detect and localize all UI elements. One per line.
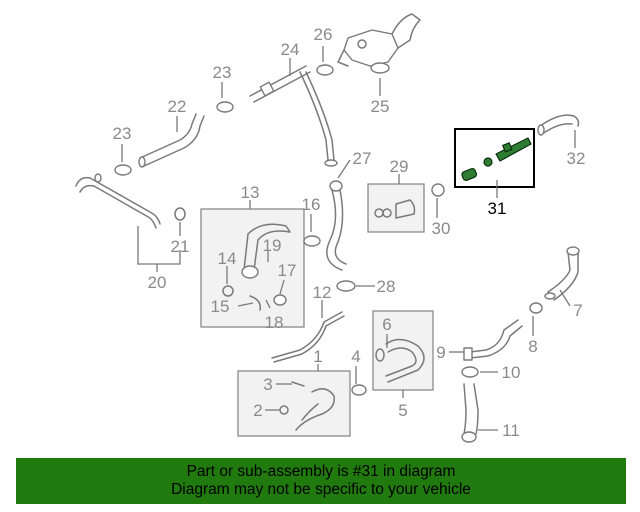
label-part-22: 22: [168, 97, 187, 116]
banner-line-1: Part or sub-assembly is #31 in diagram: [186, 463, 456, 480]
label-part-4: 4: [351, 347, 360, 366]
part-8-hose-clamp[interactable]: [529, 302, 543, 314]
part-4-hose-clamp[interactable]: [351, 384, 367, 396]
leader-lines: [121, 46, 576, 431]
part-29-flange[interactable]: [374, 199, 416, 219]
label-part-15: 15: [211, 297, 230, 316]
label-part-24: 24: [281, 40, 300, 59]
part-32-coolant-hose[interactable]: [537, 114, 580, 136]
label-part-10: 10: [502, 363, 521, 382]
part-23-lower-clamp[interactable]: [114, 164, 132, 176]
part-24-coolant-pipe[interactable]: [249, 65, 338, 167]
label-part-21: 21: [171, 237, 190, 256]
part-22-coolant-hose[interactable]: [138, 113, 205, 168]
part-30-hose-clamp[interactable]: [431, 183, 445, 197]
label-part-17: 17: [278, 261, 297, 280]
label-part-31[interactable]: 31: [488, 199, 507, 218]
label-part-7: 7: [573, 301, 582, 320]
part-12-coolant-pipe[interactable]: [271, 311, 345, 363]
label-part-13: 13: [241, 183, 260, 202]
part-26-hose-clamp[interactable]: [316, 64, 334, 76]
label-part-5: 5: [398, 401, 407, 420]
label-part-16: 16: [302, 195, 321, 214]
part-23-upper-clamp[interactable]: [216, 101, 234, 113]
label-part-14: 14: [218, 249, 237, 268]
part-5-coolant-hose[interactable]: [375, 338, 425, 383]
group-box-1: [237, 370, 351, 437]
part-10-hose-clamp[interactable]: [461, 366, 479, 378]
part-13-hose-assembly[interactable]: [222, 223, 291, 311]
label-part-29: 29: [390, 157, 409, 176]
part-31-coolant-pipe-assembly[interactable]: [461, 137, 532, 181]
part-9-coolant-pipe[interactable]: [463, 319, 523, 361]
part-28-hose-clamp[interactable]: [336, 280, 356, 292]
label-part-28: 28: [377, 277, 396, 296]
banner-line-2: Diagram may not be specific to your vehi…: [171, 481, 471, 498]
label-part-23-upper: 23: [213, 63, 232, 82]
label-part-32: 32: [567, 149, 586, 168]
part-25-coolant-flange[interactable]: [337, 13, 421, 74]
label-part-23-lower: 23: [113, 124, 132, 143]
label-part-20: 20: [148, 273, 167, 292]
label-part-11: 11: [502, 421, 520, 440]
part-27-coolant-hose[interactable]: [326, 180, 347, 271]
part-11-coolant-hose[interactable]: [461, 383, 479, 443]
label-part-27: 27: [353, 149, 372, 168]
part-20-coolant-pipe[interactable]: [75, 173, 161, 229]
label-part-2: 2: [253, 401, 262, 420]
label-part-3: 3: [263, 375, 272, 394]
label-part-19: 19: [263, 236, 282, 255]
part-21-o-ring[interactable]: [174, 207, 186, 221]
part-16-hose-clamp[interactable]: [303, 235, 321, 247]
label-part-8: 8: [528, 337, 537, 356]
label-part-12: 12: [313, 283, 332, 302]
label-part-30: 30: [432, 219, 451, 238]
label-part-6: 6: [382, 315, 391, 334]
label-part-18: 18: [265, 313, 284, 332]
part-7-coolant-hose[interactable]: [544, 246, 580, 301]
label-part-26: 26: [314, 25, 333, 44]
part-info-banner: Part or sub-assembly is #31 in diagram D…: [16, 458, 626, 504]
label-part-1: 1: [313, 347, 322, 366]
label-part-9: 9: [436, 343, 445, 362]
label-part-25: 25: [371, 97, 390, 116]
